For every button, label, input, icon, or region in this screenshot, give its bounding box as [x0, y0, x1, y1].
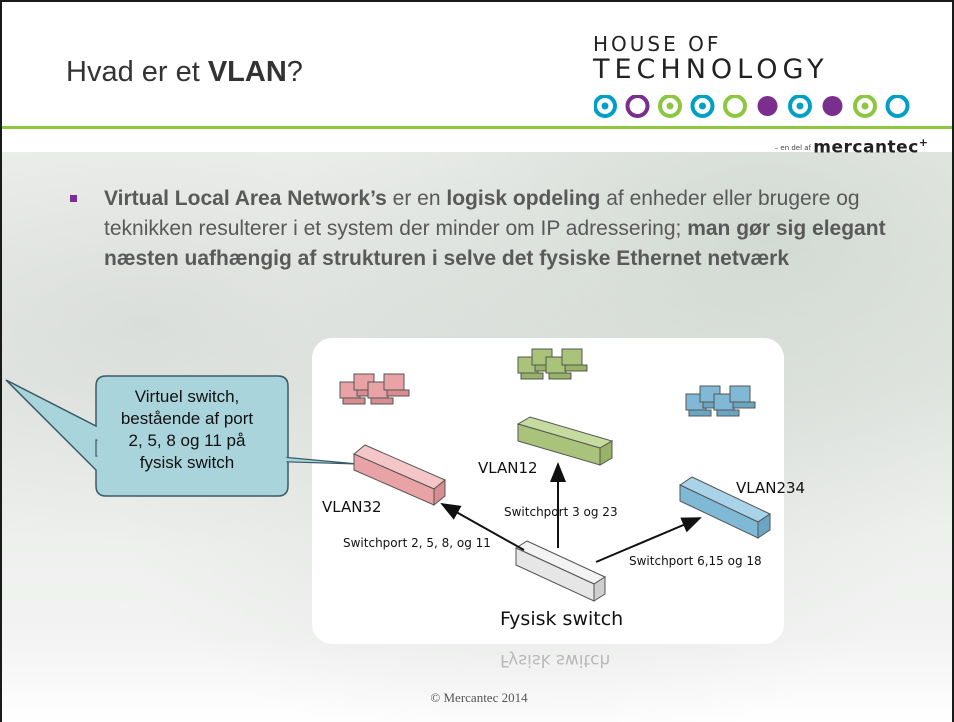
logo-dot-icon: [723, 95, 747, 118]
port-label-vlan32: Switchport 2, 5, 8, og 11: [343, 536, 491, 550]
vlan32-switch-icon: [353, 444, 446, 507]
vlan12-switch-icon: [516, 416, 614, 466]
vlan32-label: VLAN32: [322, 498, 382, 516]
logo-dot-icon: [853, 95, 877, 118]
logo-dot-icon: [594, 95, 617, 118]
vlan12-label: VLAN12: [478, 459, 538, 477]
bullet-text: Virtual Local Area Network’s er en logis…: [104, 187, 886, 270]
logo-dot-icon: [822, 96, 843, 116]
port-label-vlan12: Switchport 3 og 23: [504, 505, 618, 519]
reflected-caption: Fysisk switch: [500, 650, 611, 670]
callout-line: Virtuel switch,: [134, 387, 240, 406]
port-label-vlan234: Switchport 6,15 og 18: [629, 554, 762, 568]
house-of-technology-logo: HOUSE OF TECHNOLOGY: [593, 32, 933, 122]
callout-text: Virtuel switch, bestående af port 2, 5, …: [96, 386, 278, 474]
footer-copyright: © Mercantec 2014: [430, 690, 528, 705]
callout-body-cover: [97, 377, 287, 495]
arrow-to-vlan234: [595, 517, 702, 563]
bullet-square-icon: [70, 195, 77, 202]
vlan234-switch-icon: [678, 476, 772, 539]
logo-dot-icon: [788, 95, 812, 118]
logo-dot-icon: [757, 96, 778, 116]
logo-dots: [594, 95, 910, 118]
logo-line-1: HOUSE OF: [593, 32, 722, 56]
header-rule: [2, 126, 952, 129]
callout-line: fysisk switch: [139, 453, 235, 472]
logo-dot-icon: [625, 95, 650, 118]
mercantec-tagline: – en del af mercantec+: [774, 136, 928, 158]
vlan234-label: VLAN234: [736, 479, 805, 497]
logo-dot-icon: [658, 95, 682, 118]
slide-title: Hvad er et VLAN?: [66, 56, 303, 88]
logo-dot-icon: [690, 95, 715, 118]
callout-line: bestående af port: [120, 409, 254, 428]
callout-line: 2, 5, 8 og 11 på: [128, 431, 246, 450]
vlan32-computers-icon: [339, 373, 410, 405]
logo-dot-icon: [885, 95, 910, 118]
physical-switch-icon: [514, 540, 607, 602]
vlan234-computers-icon: [685, 385, 756, 417]
logo-line-2: TECHNOLOGY: [593, 54, 829, 85]
arrow-to-vlan32: [440, 503, 525, 551]
physical-switch-label: Fysisk switch: [500, 608, 623, 630]
vlan12-computers-icon: [517, 348, 588, 380]
